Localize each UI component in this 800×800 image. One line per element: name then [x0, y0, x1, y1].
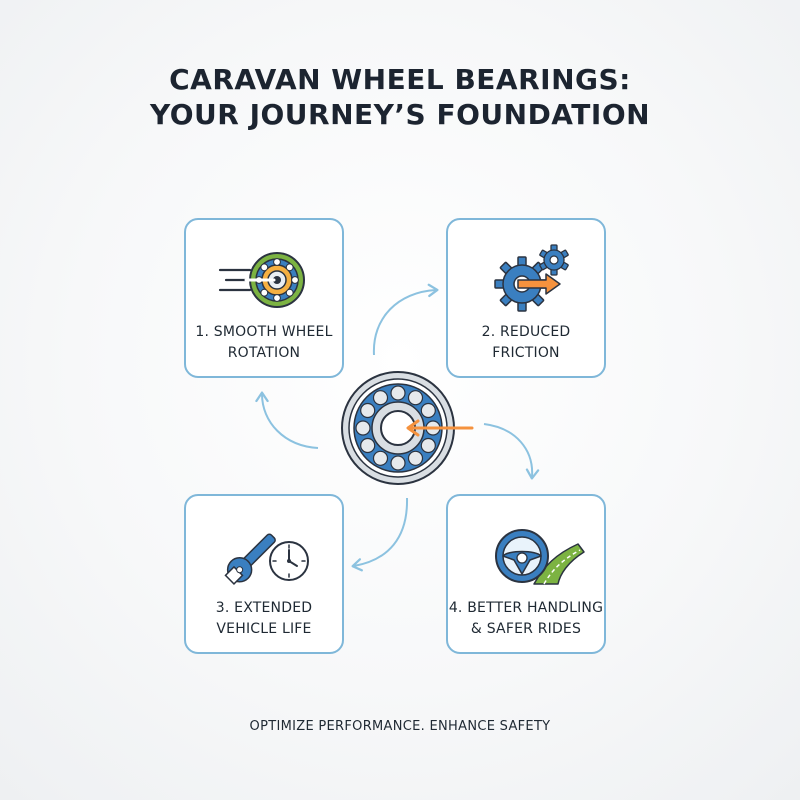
- step-2-label-line-2: FRICTION: [492, 345, 560, 361]
- step-3-label: 3. EXTENDED VEHICLE LIFE: [186, 598, 342, 640]
- step-4-label-line-2: & SAFER RIDES: [470, 621, 582, 637]
- gears-icon: [494, 244, 569, 312]
- step-card-smooth-rotation: 1. SMOOTH WHEEL ROTATION: [184, 218, 344, 378]
- bearing-ball: [355, 420, 371, 436]
- bearing-ball: [360, 437, 376, 454]
- step-3-label-line-2: VEHICLE LIFE: [216, 621, 312, 637]
- step-2-label-line-1: 2. REDUCED: [481, 324, 571, 340]
- arrow-to-step-3: [351, 497, 409, 572]
- step-4-label-line-1: 4. BETTER HANDLING: [448, 600, 604, 616]
- bearing-ball: [390, 455, 406, 471]
- bearing-ball: [372, 390, 389, 406]
- page-title: CARAVAN WHEEL BEARINGS: YOUR JOURNEY’S F…: [0, 62, 800, 132]
- bearing-ball: [420, 437, 436, 454]
- step-1-label-line-2: ROTATION: [227, 345, 301, 361]
- bearing-ball: [407, 390, 424, 406]
- footer-tagline: OPTIMIZE PERFORMANCE. ENHANCE SAFETY: [249, 719, 551, 734]
- step-card-reduced-friction: 2. REDUCED FRICTION: [446, 218, 606, 378]
- step-3-label-line-1: 3. EXTENDED: [215, 600, 313, 616]
- steering-road-icon: [495, 529, 585, 585]
- arrow-to-step-2: [372, 283, 439, 356]
- title-line-2: YOUR JOURNEY’S FOUNDATION: [149, 98, 651, 131]
- bearing-ball: [407, 450, 424, 466]
- step-2-label: 2. REDUCED FRICTION: [448, 322, 604, 364]
- bearing-ball: [420, 402, 436, 419]
- wrench-clock-icon: [224, 533, 309, 585]
- bearing-ball: [360, 402, 376, 419]
- step-card-extended-life: 3. EXTENDED VEHICLE LIFE: [184, 494, 344, 654]
- step-1-label: 1. SMOOTH WHEEL ROTATION: [186, 322, 342, 364]
- spinning-wheel-icon: [218, 252, 305, 308]
- step-1-label-line-1: 1. SMOOTH WHEEL: [195, 324, 333, 340]
- arrow-to-step-1: [255, 391, 319, 449]
- step-4-label: 4. BETTER HANDLING & SAFER RIDES: [448, 598, 604, 640]
- ball-bearing-icon: [341, 371, 474, 485]
- bearing-ball: [390, 385, 406, 401]
- step-card-better-handling: 4. BETTER HANDLING & SAFER RIDES: [446, 494, 606, 654]
- arrow-to-step-4: [483, 423, 540, 480]
- title-line-1: CARAVAN WHEEL BEARINGS:: [169, 63, 631, 96]
- bearing-ball: [372, 450, 389, 466]
